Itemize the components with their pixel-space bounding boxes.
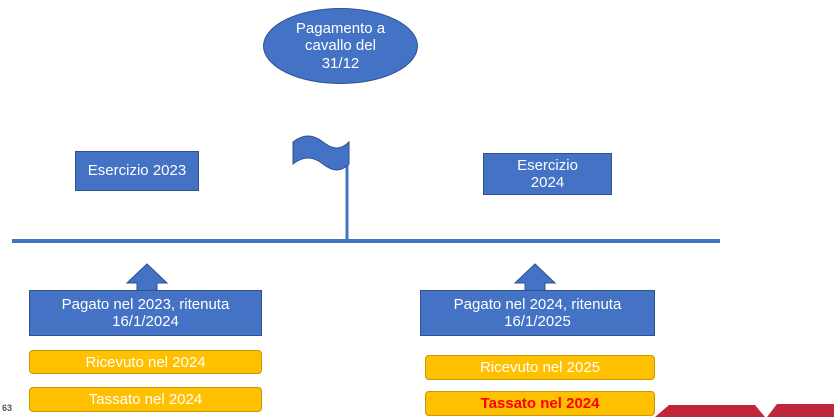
fiscal-year-2024-box: Esercizio 2024 [483,153,612,195]
up-arrow-icon [125,263,169,293]
payment-crossing-ellipse: Pagamento a cavallo del 31/12 [263,8,418,84]
footer-decoration [655,402,834,417]
taxed-right-box: Tassato nel 2024 [425,391,655,416]
received-2025-box: Ricevuto nel 2025 [425,355,655,380]
received-2024-box: Ricevuto nel 2024 [29,350,262,374]
taxed-left-box: Tassato nel 2024 [29,387,262,412]
payment-2024-box: Pagato nel 2024, ritenuta 16/1/2025 [420,290,655,336]
page-number: 63 [2,403,13,413]
up-arrow-icon [513,263,557,293]
flag-icon [292,135,350,171]
fiscal-year-2023-box: Esercizio 2023 [75,151,199,191]
payment-2023-box: Pagato nel 2023, ritenuta 16/1/2024 [29,290,262,336]
